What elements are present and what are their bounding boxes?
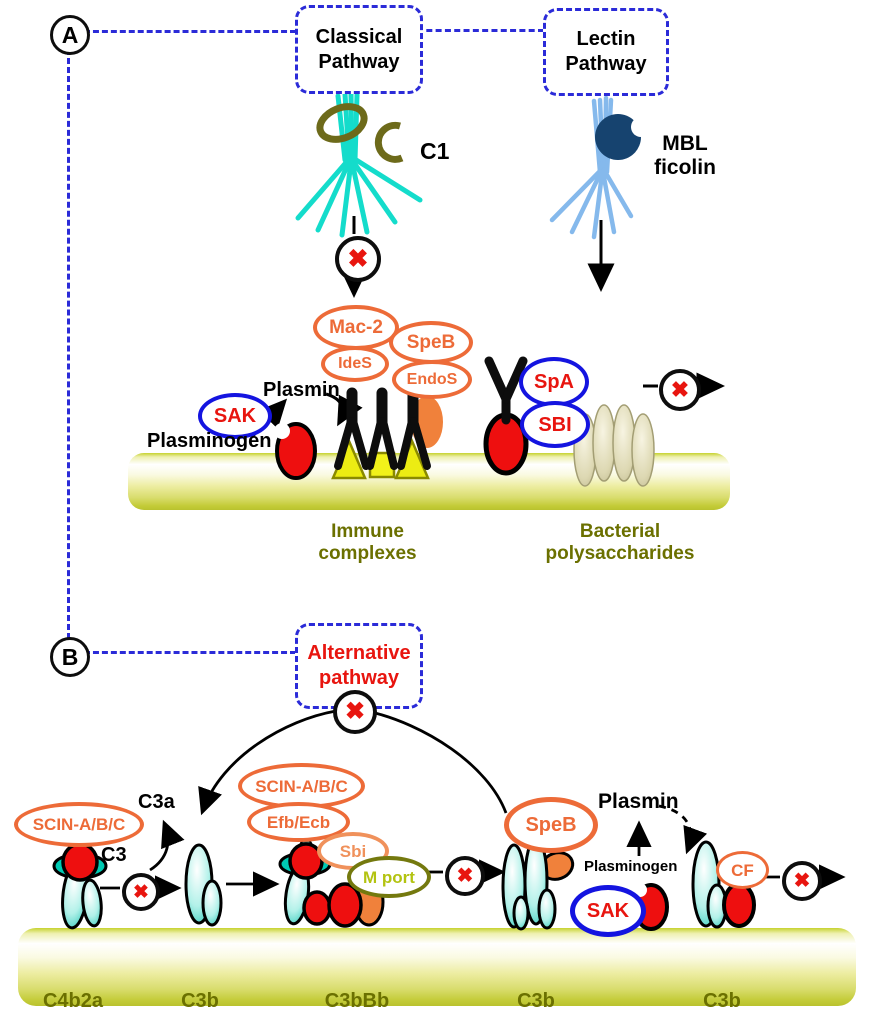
endos-protein-icon [411, 396, 443, 448]
panel-a-letter: A [61, 21, 79, 48]
plasmin-label-a: Plasmin [263, 379, 340, 401]
c1-label: C1 [420, 138, 450, 164]
blocked-x-glyph: ✖ [347, 244, 369, 273]
mac2-pill: Mac-2 [313, 305, 399, 350]
connector-b-horizontal [84, 651, 296, 654]
blocked-x-glyph: ✖ [793, 870, 811, 892]
connector-a-horizontal [84, 30, 296, 33]
c3b-icon-1 [184, 843, 223, 927]
lectin-pathway-box: Lectin Pathway [543, 8, 669, 96]
c3a-label: C3a [138, 791, 175, 813]
blocked-x-glyph: ✖ [670, 377, 690, 402]
panel-a-label: A [50, 15, 90, 55]
endos-pill: EndoS [392, 360, 472, 399]
inhibition-icon-polysaccharide: ✖ [659, 369, 701, 411]
inhibition-icon-alternative: ✖ [333, 690, 377, 734]
connector-classical-lectin [417, 29, 544, 32]
speb-pill-a: SpeB [389, 321, 473, 364]
blocked-x-glyph: ✖ [344, 698, 366, 725]
blocked-x-glyph: ✖ [456, 865, 474, 887]
plasmin-label-b: Plasmin [598, 790, 679, 813]
speb-pill-b: SpeB [504, 797, 598, 853]
ides-pill: IdeS [321, 346, 389, 382]
inhibition-icon-classical: ✖ [335, 236, 381, 282]
c1-complex-icon [295, 90, 423, 238]
cf-pill: CF [716, 851, 769, 889]
membrane-label-c3b-2: C3b [517, 990, 555, 1012]
panel-b-letter: B [61, 643, 79, 670]
connector-a-b-vertical [67, 49, 70, 639]
inhibition-icon-c3: ✖ [122, 873, 160, 911]
spa-pill: SpA [519, 357, 589, 407]
c3-label: C3 [101, 844, 127, 866]
membrane-label-c3bbb: C3bBb [324, 990, 390, 1012]
mbl-label: MBL ficolin [654, 132, 716, 180]
bacterial-polysaccharides-label: Bacterial polysaccharides [545, 521, 695, 564]
membrane-label-c3b-1: C3b [181, 990, 219, 1012]
classical-pathway-box: Classical Pathway [295, 5, 423, 94]
immune-complexes-label: Immune complexes [318, 521, 417, 564]
m-port-pill: M port [347, 856, 431, 898]
mbl-ficolin-icon [549, 95, 651, 240]
scin-pill-left: SCIN-A/B/C [14, 802, 144, 847]
membrane-panel-a [128, 453, 730, 510]
blocked-x-glyph: ✖ [133, 881, 149, 903]
panel-b-label: B [50, 637, 90, 677]
inhibition-icon-c3bbb: ✖ [445, 856, 485, 896]
membrane-label-c4b2a: C4b2a [42, 990, 104, 1012]
plasminogen-label-a: Plasminogen [147, 430, 272, 452]
plasminogen-label-b: Plasminogen [584, 858, 678, 875]
inhibition-icon-c3b-right: ✖ [782, 861, 822, 901]
sak-pill-b: SAK [570, 885, 646, 937]
sbi-pill-a: SBI [520, 401, 590, 448]
membrane-label-c3b-3: C3b [703, 990, 741, 1012]
c4b2a-convertase-icon [52, 838, 108, 930]
membrane-panel-b [18, 928, 856, 1006]
